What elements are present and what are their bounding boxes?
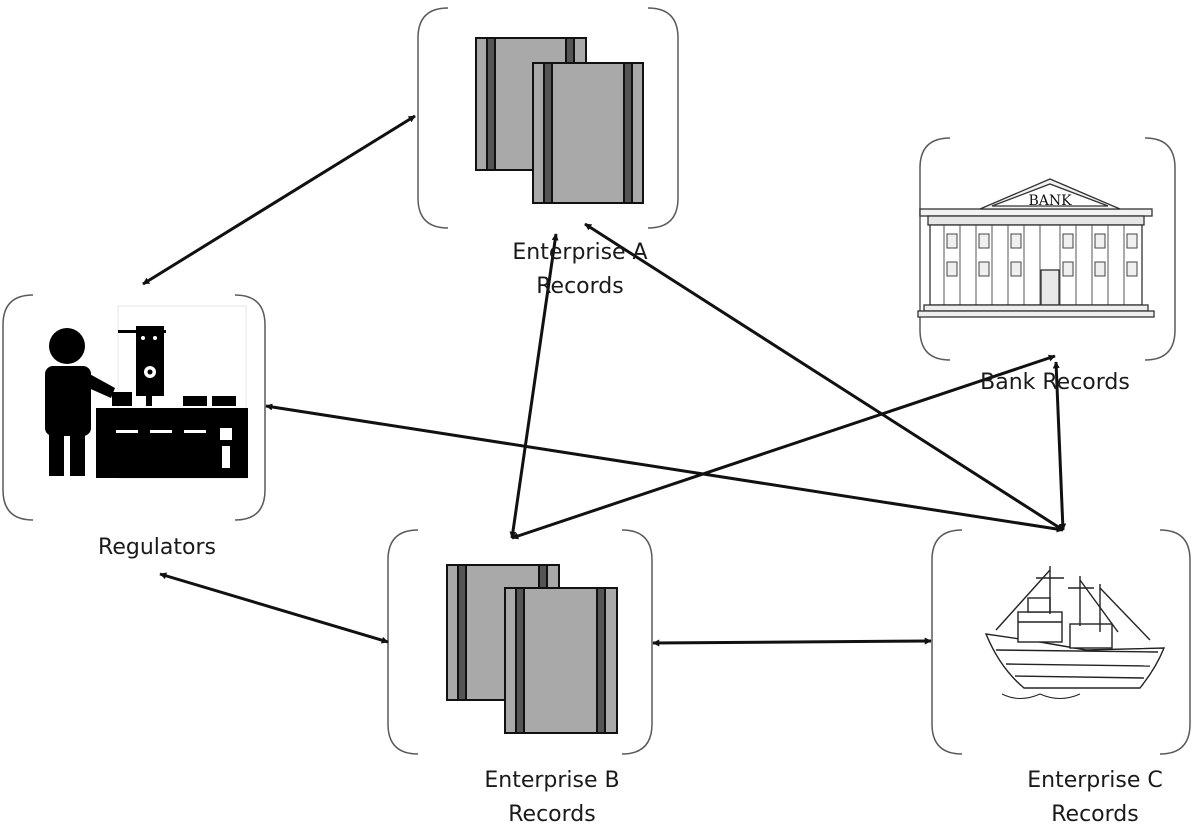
label-bank-records-text: Bank Records bbox=[980, 370, 1130, 395]
arrow-regulators-enterprise-b bbox=[159, 572, 389, 644]
connection-arrows bbox=[142, 114, 1067, 647]
label-enterprise-b-line1: Enterprise B bbox=[484, 768, 620, 793]
label-enterprise-a: Enterprise A Records bbox=[480, 236, 680, 304]
label-enterprise-b-line2: Records bbox=[508, 802, 596, 827]
label-enterprise-b: Enterprise B Records bbox=[452, 764, 652, 832]
label-enterprise-c-line2: Records bbox=[1051, 802, 1139, 827]
arrow-regulators-enterprise-a bbox=[142, 114, 416, 286]
label-enterprise-a-line1: Enterprise A bbox=[512, 240, 648, 265]
label-enterprise-c-line1: Enterprise C bbox=[1027, 768, 1163, 793]
label-enterprise-c: Enterprise C Records bbox=[995, 764, 1195, 832]
cargo-ship-icon bbox=[984, 566, 1166, 699]
document-stack-icon bbox=[475, 37, 644, 204]
arrow-enterprise-b-bank bbox=[511, 354, 1056, 540]
arrow-bank-enterprise-c bbox=[1052, 361, 1067, 531]
arrow-enterprise-b-enterprise-c bbox=[652, 637, 932, 647]
bank-sign: BANK bbox=[1028, 193, 1072, 209]
label-enterprise-a-line2: Records bbox=[536, 274, 624, 299]
document-stack-icon bbox=[446, 564, 618, 734]
label-regulators: Regulators bbox=[57, 531, 257, 565]
frame-regulators bbox=[2, 294, 266, 521]
label-bank-records: Bank Records bbox=[955, 366, 1155, 400]
label-regulators-text: Regulators bbox=[98, 535, 216, 560]
regulator-workstation-icon bbox=[45, 305, 248, 479]
arrow-regulators-enterprise-c bbox=[265, 403, 1064, 533]
